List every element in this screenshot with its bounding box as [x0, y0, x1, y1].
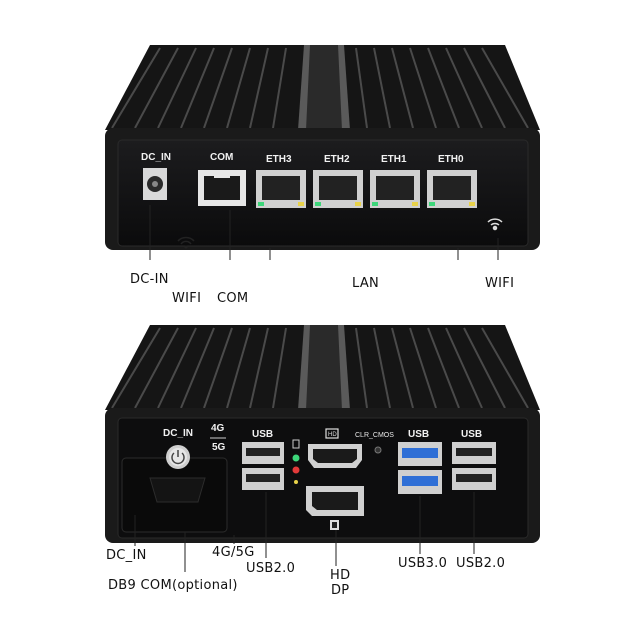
callout-wifi-right: WIFI: [485, 276, 515, 291]
top-device-image: [105, 45, 540, 260]
callout-com: COM: [217, 291, 249, 306]
panel-label-eth3: ETH3: [266, 154, 292, 165]
eth-ports: [256, 170, 477, 208]
callout-usb30: USB3.0: [398, 556, 448, 571]
panel-label-clr-cmos: CLR_CMOS: [355, 432, 394, 439]
panel-label-4g: 4G: [211, 423, 225, 434]
hdmi-icon: HD: [325, 428, 339, 439]
callout-dp: DP: [331, 583, 350, 598]
callout-hd: HD: [330, 568, 351, 583]
panel-label-com: COM: [210, 152, 234, 163]
panel-label-usb-left: USB: [252, 429, 274, 440]
callout-dc-in-bottom: DC_IN: [106, 548, 147, 563]
callout-db9-com: DB9 COM(optional): [108, 578, 238, 593]
callout-lan: LAN: [352, 276, 380, 291]
dp-icon: [330, 520, 339, 530]
storage-led-icon: [292, 439, 300, 484]
panel-label-dc-in: DC_IN: [141, 152, 172, 163]
svg-text:HD: HD: [328, 432, 337, 438]
callout-usb20-left: USB2.0: [246, 561, 296, 576]
panel-label-usb-mid: USB: [408, 429, 430, 440]
power-icon: [166, 445, 190, 469]
panel-label-eth2: ETH2: [324, 154, 350, 165]
panel-label-5g: 5G: [212, 442, 226, 453]
panel-label-usb-right: USB: [461, 429, 483, 440]
heatsink-fins: [111, 47, 529, 129]
heatsink-fins: [111, 327, 529, 409]
callout-4g-5g: 4G/5G: [212, 545, 255, 560]
wifi-icon: [487, 218, 503, 231]
panel-label-eth1: ETH1: [381, 154, 407, 165]
callout-wifi-left: WIFI: [172, 291, 202, 306]
wifi-icon: [177, 236, 195, 249]
callout-usb20-right: USB2.0: [456, 556, 506, 571]
bottom-device-image: HD: [105, 325, 540, 572]
callout-dc-in: DC-IN: [130, 272, 169, 287]
panel-label-dc-in-bottom: DC_IN: [163, 428, 194, 439]
panel-label-eth0: ETH0: [438, 154, 464, 165]
